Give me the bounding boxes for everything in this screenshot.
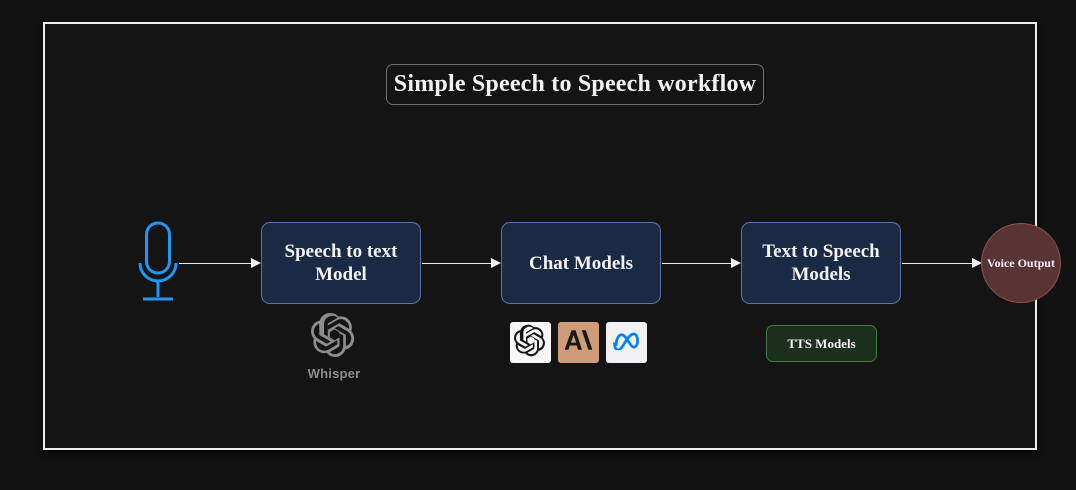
node-chat-models-label: Chat Models: [529, 252, 633, 274]
tts-models-badge-label: TTS Models: [787, 335, 856, 351]
whisper-label: Whisper: [307, 366, 361, 381]
node-speech-to-text[interactable]: Speech to text Model: [261, 222, 421, 304]
microphone-icon: [135, 220, 181, 308]
diagram-frame: Simple Speech to Speech workflow: [43, 22, 1061, 450]
arrow-head-icon: [731, 258, 741, 268]
anthropic-logo-icon: [564, 329, 593, 356]
node-voice-output[interactable]: Voice Output: [981, 223, 1061, 303]
node-text-to-speech[interactable]: Text to Speech Models: [741, 222, 901, 304]
node-voice-output-label: Voice Output: [987, 256, 1055, 270]
arrow-chat-to-tts: [662, 258, 741, 269]
arrow-line: [179, 263, 252, 265]
node-speech-to-text-label: Speech to text Model: [284, 241, 398, 285]
chat-provider-logos: [510, 322, 647, 363]
tts-models-badge[interactable]: TTS Models: [766, 325, 877, 362]
arrow-line: [902, 263, 973, 265]
anthropic-logo-tile[interactable]: [558, 322, 599, 363]
openai-logo-icon: [311, 312, 357, 363]
openai-logo-tile[interactable]: [510, 322, 551, 363]
meta-logo-tile[interactable]: [606, 322, 647, 363]
arrow-tts-to-voice: [902, 258, 982, 269]
arrow-line: [422, 263, 492, 265]
arrow-head-icon: [251, 258, 261, 268]
diagram-title-box: Simple Speech to Speech workflow: [386, 64, 764, 105]
arrow-line: [662, 263, 732, 265]
whisper-annotation: Whisper: [300, 312, 368, 381]
page-title: Simple Speech to Speech workflow: [393, 71, 757, 97]
node-chat-models[interactable]: Chat Models: [501, 222, 661, 304]
arrow-head-icon: [491, 258, 501, 268]
node-text-to-speech-label: Text to Speech Models: [762, 241, 880, 285]
meta-logo-icon: [612, 330, 641, 355]
arrow-mic-to-stt: [179, 258, 261, 269]
arrow-stt-to-chat: [422, 258, 501, 269]
arrow-head-icon: [972, 258, 982, 268]
openai-logo-icon: [514, 324, 547, 362]
